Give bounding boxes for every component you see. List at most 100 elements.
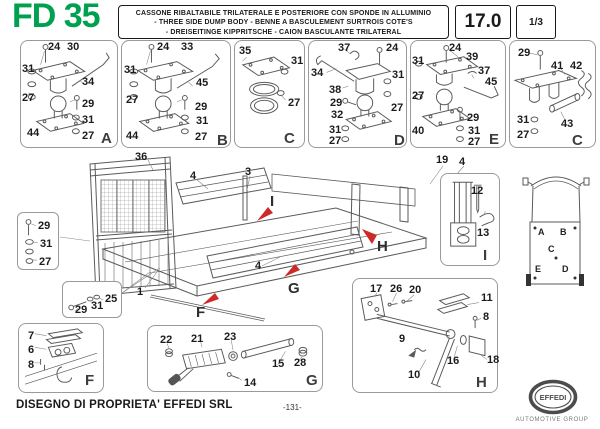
- part-number: 33: [181, 41, 194, 53]
- part-number: 34: [82, 76, 95, 88]
- part-number: 31: [40, 238, 53, 250]
- box-letter: F: [85, 372, 95, 389]
- detail-box-a: 24 30 31 27 34 29 31 27 44 A: [20, 40, 118, 148]
- box-letter: G: [306, 372, 318, 389]
- part-number: 31: [91, 300, 104, 312]
- part-number: 16: [447, 355, 460, 367]
- part-number: 36: [135, 151, 148, 163]
- part-number: 8: [28, 359, 35, 371]
- box-letter: E: [489, 131, 500, 148]
- part-number: 29: [82, 98, 95, 110]
- arrow-letter-g: G: [288, 280, 300, 297]
- ball-hitch-drawing-b: [129, 43, 220, 135]
- part-number: 28: [294, 357, 307, 369]
- part-number: 27: [195, 131, 208, 143]
- part-number: 34: [311, 67, 324, 79]
- part-number: 27: [39, 256, 52, 268]
- part-number: 31: [329, 124, 342, 136]
- truck-position-c: C: [548, 244, 555, 254]
- part-number: 21: [191, 333, 204, 345]
- part-number: 31: [517, 114, 530, 126]
- part-number: 37: [338, 42, 351, 54]
- part-number: 12: [471, 185, 484, 197]
- part-number: 43: [561, 118, 574, 130]
- title-block: CASSONE RIBALTABILE TRILATERALE E POSTER…: [118, 5, 449, 39]
- part-number: 35: [239, 45, 252, 57]
- title-line-en-fr: - THREE SIDE DUMP BODY - BENNE A BASCULE…: [154, 19, 413, 27]
- part-number: 6: [28, 344, 35, 356]
- truck-position-e: E: [535, 264, 542, 274]
- page-number: -131-: [283, 403, 302, 412]
- part-number: 27: [126, 94, 139, 106]
- truck-position-b: B: [560, 227, 567, 237]
- part-number: 24: [386, 42, 399, 54]
- part-number: 22: [160, 334, 173, 346]
- part-number: 24: [449, 42, 462, 54]
- part-number: 27: [288, 97, 301, 109]
- part-number: 31: [82, 114, 95, 126]
- logo-subtext: AUTOMOTIVE GROUP: [515, 417, 589, 423]
- part-number: 40: [412, 125, 425, 137]
- part-number: 19: [436, 154, 449, 166]
- pillar-lock-drawing: [450, 181, 495, 247]
- box-letter: C: [284, 130, 295, 147]
- detail-box-f: 7 6 8 F: [18, 323, 104, 393]
- part-number: 14: [244, 377, 257, 389]
- part-number: 44: [126, 130, 139, 142]
- part-number: 31: [196, 115, 209, 127]
- box-letter: H: [476, 374, 487, 391]
- part-number: 31: [22, 63, 35, 75]
- part-number: 20: [409, 284, 422, 296]
- part-number: 1: [137, 286, 144, 298]
- part-number: 42: [570, 60, 583, 72]
- logo-text: EFFEDI: [540, 393, 567, 402]
- section-number: 17.0: [455, 5, 511, 39]
- plate-ball-rod-drawing: [414, 45, 499, 142]
- part-number: 27: [517, 129, 530, 141]
- box-letter: D: [394, 132, 405, 149]
- detail-box-c: 35 31 27 C: [234, 40, 305, 148]
- arrow-letter-i: I: [270, 193, 275, 210]
- effedi-logo: EFFEDI: [528, 379, 578, 416]
- hinge-bracket-drawing: [24, 328, 98, 385]
- part-number: 31: [291, 55, 304, 67]
- detail-box-c2: 29 41 42 31 43 27 C: [509, 40, 596, 148]
- part-number: 27: [82, 130, 95, 142]
- part-number: 41: [551, 60, 564, 72]
- part-number: 27: [391, 102, 404, 114]
- part-number: 44: [27, 127, 40, 139]
- part-number: 30: [67, 41, 80, 53]
- part-number: 29: [75, 304, 88, 316]
- part-number: 11: [481, 292, 493, 304]
- bracket-pin-drawing: [513, 50, 592, 135]
- effedi-logo-icon: EFFEDI: [528, 379, 578, 415]
- part-number: 29: [330, 97, 343, 109]
- part-number: 39: [466, 51, 479, 63]
- part-number: 4: [459, 156, 466, 168]
- part-number: 29: [38, 220, 51, 232]
- part-number: 27: [412, 90, 425, 102]
- model-title: FD 35: [12, 0, 101, 35]
- bolt-washer-nut-drawing: [25, 219, 39, 264]
- part-number: 29: [195, 101, 208, 113]
- part-number: 4: [255, 260, 262, 272]
- hardware-kit-box-1: 29 31 27: [17, 212, 59, 270]
- truck-position-a: A: [538, 227, 545, 237]
- part-number: 31: [392, 69, 405, 81]
- part-number: 18: [487, 354, 500, 366]
- part-number: 23: [224, 331, 237, 343]
- part-number: 31: [468, 125, 481, 137]
- part-number: 27: [468, 136, 481, 148]
- dump-body-drawing: [59, 156, 590, 322]
- detail-box-i: 12 13 I: [440, 173, 500, 266]
- part-number: 45: [196, 77, 209, 89]
- sheet-number: 1/3: [516, 5, 556, 39]
- part-number: 15: [272, 358, 285, 370]
- part-number: 45: [485, 76, 498, 88]
- detail-box-g: 22 21 23 15 28 14 G: [147, 325, 323, 392]
- part-number: 13: [477, 227, 490, 239]
- part-number: 25: [105, 293, 118, 305]
- detail-box-b: 24 33 31 27 45 29 31 27 44 B: [121, 40, 231, 148]
- property-notice: DISEGNO DI PROPRIETA' EFFEDI SRL: [16, 399, 233, 411]
- title-line-it: CASSONE RIBALTABILE TRILATERALE E POSTER…: [135, 10, 432, 17]
